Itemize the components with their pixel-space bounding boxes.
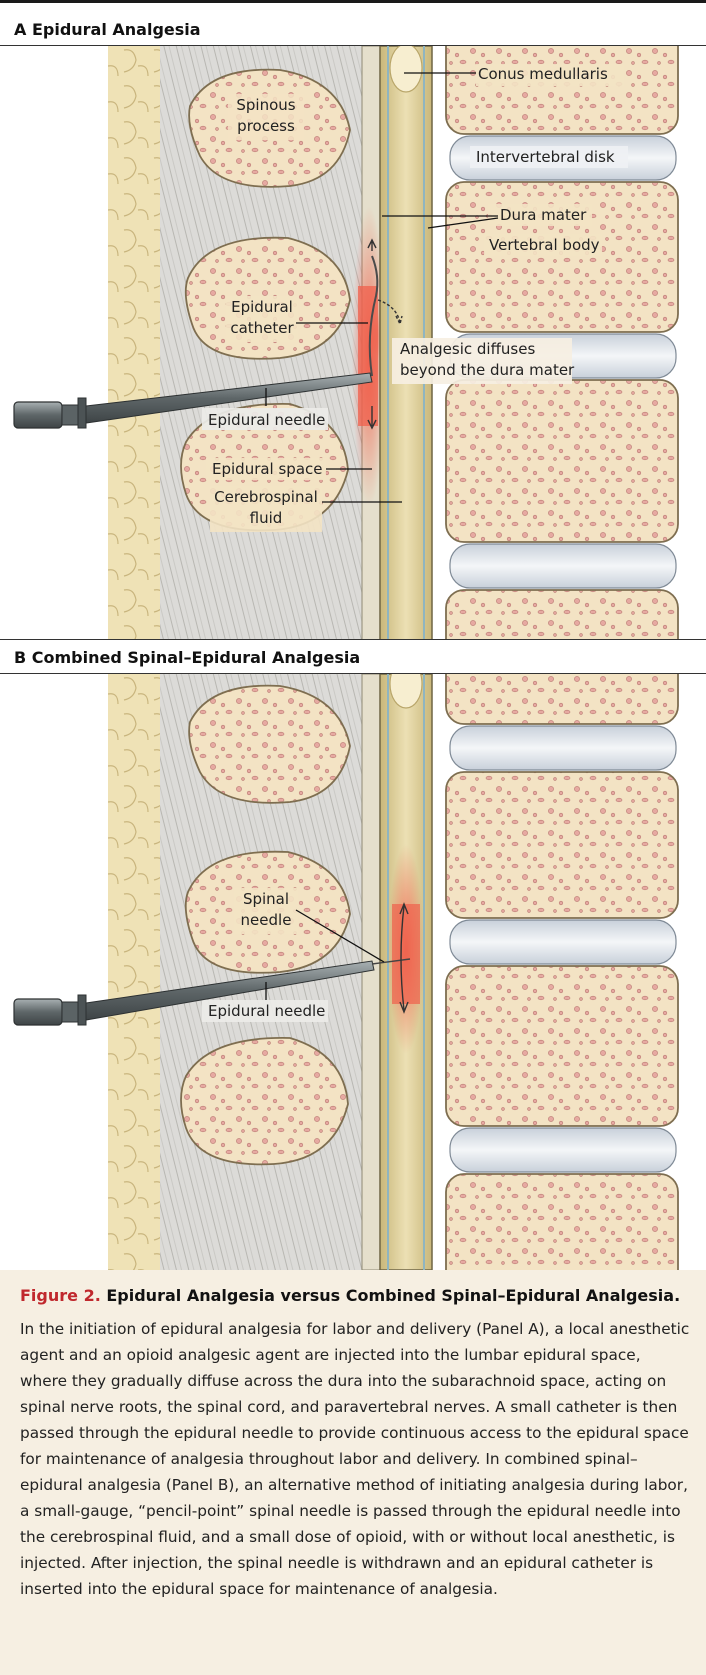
label-diffuse-line1: Analgesic diffuses [400,339,574,360]
disk-b2 [450,920,676,964]
label-epidural-needle-b: Epidural needle [208,1001,325,1022]
panel-b-header: B Combined Spinal–Epidural Analgesia [0,640,706,674]
figure-caption: Figure 2. Epidural Analgesia versus Comb… [0,1270,706,1675]
label-diffuse-line2: beyond the dura mater [400,360,574,381]
label-spinal-needle: Spinal needle [234,889,298,931]
label-csf-line2: fluid [208,508,324,529]
caption-heading: Epidural Analgesia versus Combined Spina… [106,1286,680,1305]
label-spinous-process: Spinous process [226,95,306,137]
label-spinal-line1: Spinal [234,889,298,910]
label-spinal-line2: needle [234,910,298,931]
caption-title: Figure 2. Epidural Analgesia versus Comb… [20,1284,690,1308]
vertebral-body-4 [446,590,678,640]
label-csf-line1: Cerebrospinal [208,487,324,508]
vertebral-body-1 [446,46,678,134]
spinous-process-b3 [181,1038,348,1164]
label-spinous-line2: process [226,116,306,137]
label-epidural-needle-a: Epidural needle [208,410,325,431]
disk-3 [450,544,676,588]
label-catheter-line2: catheter [226,318,298,339]
vertebral-body-3 [446,380,678,542]
vertebral-body-b3 [446,966,678,1126]
label-epidural-space: Epidural space [212,459,323,480]
label-vertebral-body: Vertebral body [489,235,600,256]
conus-medullaris [390,46,422,92]
label-dura-mater: Dura mater [500,205,586,226]
label-cerebrospinal-fluid: Cerebrospinal fluid [208,487,324,529]
panel-a-header: A Epidural Analgesia [0,12,706,46]
panel-a-illustration: Conus medullaris Intervertebral disk Dur… [0,46,706,640]
panel-b-drawing [0,674,706,1270]
figure-label: Figure 2. [20,1286,101,1305]
top-rule [0,0,706,3]
vertebral-body-b4 [446,1174,678,1270]
label-spinous-line1: Spinous [226,95,306,116]
panel-a-drawing [0,46,706,640]
panel-b-title: B Combined Spinal–Epidural Analgesia [14,648,360,667]
label-catheter-line1: Epidural [226,297,298,318]
label-intervertebral-disk: Intervertebral disk [476,147,615,168]
caption-body: In the initiation of epidural analgesia … [20,1316,690,1602]
disk-b3 [450,1128,676,1172]
vertebral-body-b2 [446,772,678,918]
vertebral-body-b1 [446,674,678,724]
label-epidural-catheter: Epidural catheter [226,297,298,339]
label-analgesic-diffuses: Analgesic diffuses beyond the dura mater [400,339,574,381]
label-conus-medullaris: Conus medullaris [478,64,608,85]
panel-b-illustration: Spinal needle Epidural needle [0,674,706,1270]
subcutaneous-fat [108,46,166,640]
disk-b1 [450,726,676,770]
subcutaneous-fat-b [108,674,166,1270]
panel-a-title: A Epidural Analgesia [14,20,201,39]
